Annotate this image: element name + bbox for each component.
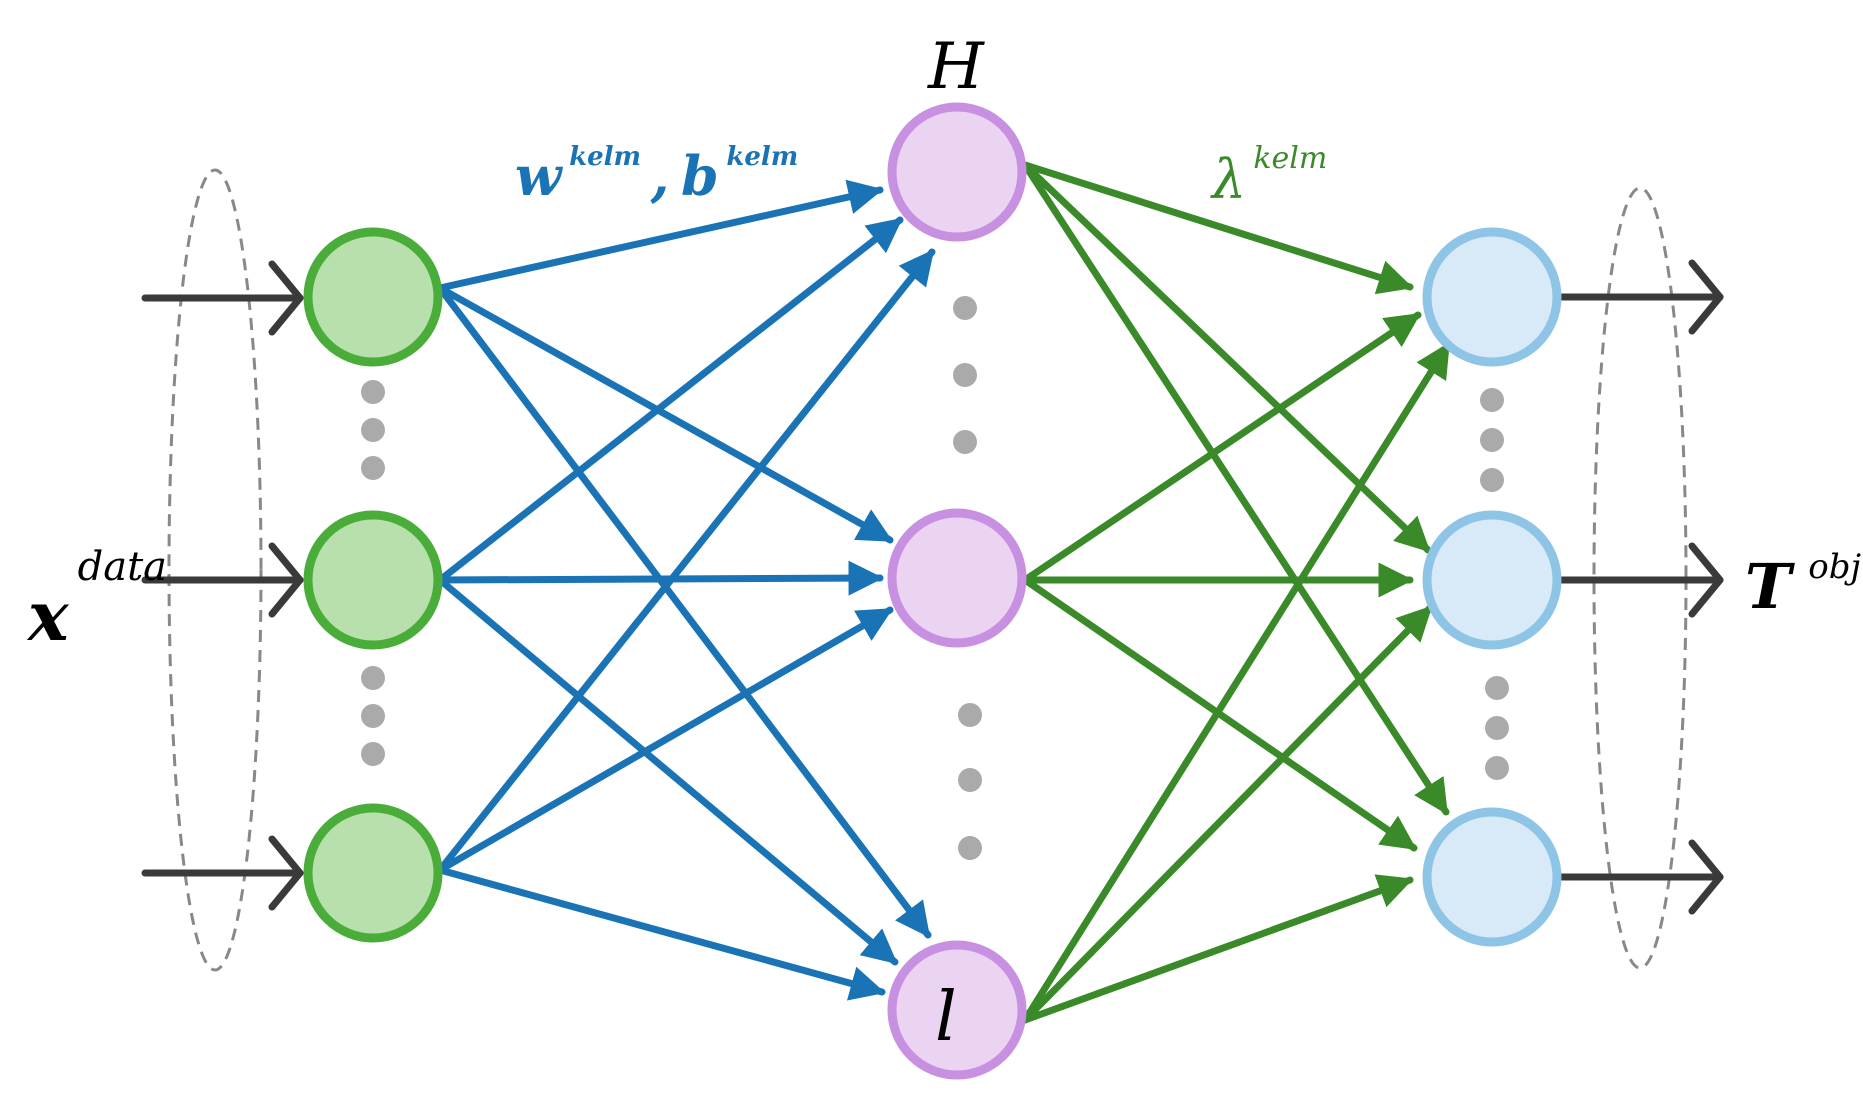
edge-i2-h2 — [436, 560, 884, 596]
hidden-bottom-label: l — [935, 978, 957, 1057]
lambda-sup: kelm — [1253, 141, 1327, 176]
output-node-1 — [1422, 227, 1562, 367]
hidden-top-label: H — [927, 30, 985, 104]
edge-i2-h3 — [436, 576, 899, 966]
output-layer — [1422, 227, 1562, 947]
weights-b: b — [681, 144, 719, 208]
weights-w: w — [515, 144, 564, 208]
edge-i3-h1 — [436, 248, 936, 874]
output-dot — [1480, 388, 1504, 412]
weights-w-sup: kelm — [569, 142, 641, 172]
hidden-node-top — [887, 102, 1027, 242]
edge-h3-o2 — [1021, 604, 1434, 1024]
hidden-dot — [958, 703, 982, 727]
edge-h1-o2 — [1021, 161, 1432, 554]
input-layer — [303, 227, 443, 943]
edge-i1-h1 — [436, 179, 884, 292]
input-group-dashed-ellipse — [167, 168, 263, 972]
edge-i3-h2 — [436, 606, 894, 874]
output-label-sup: obj — [1808, 547, 1861, 587]
hidden-node-bottom — [887, 940, 1027, 1080]
output-dot — [1480, 428, 1504, 452]
input-arrow-2-head — [268, 542, 304, 618]
output-arrow-2-head — [1688, 542, 1724, 618]
output-dot — [1480, 468, 1504, 492]
edge-i3-h3 — [436, 866, 886, 1001]
hidden-dot — [958, 836, 982, 860]
weights-sep: , — [650, 144, 670, 208]
hidden-layer — [887, 102, 1027, 1080]
input-hidden-edges — [436, 179, 936, 1001]
edge-h1-o1 — [1021, 161, 1414, 295]
edge-i1-h2 — [436, 284, 894, 544]
input-dot — [361, 418, 385, 442]
output-node-2 — [1422, 510, 1562, 650]
weights-label: w kelm , b kelm — [515, 142, 798, 208]
output-arrow-1-head — [1688, 259, 1724, 335]
edge-i1-h3 — [436, 284, 932, 939]
hidden-dot — [958, 768, 982, 792]
output-dot — [1485, 756, 1509, 780]
output-arrows — [1558, 259, 1724, 915]
input-arrows — [141, 260, 304, 911]
weights-b-sup: kelm — [726, 142, 798, 172]
edge-h2-o1 — [1021, 311, 1422, 584]
edge-i2-h1 — [436, 216, 904, 584]
output-label: T obj — [1745, 547, 1861, 623]
hidden-node-middle — [887, 508, 1027, 648]
input-dot — [361, 742, 385, 766]
input-node-1 — [303, 227, 443, 367]
input-dot — [361, 456, 385, 480]
input-label-sup: data — [78, 544, 167, 590]
output-label-base: T — [1745, 550, 1795, 623]
output-dot — [1485, 676, 1509, 700]
ellipsis-dots — [361, 296, 1509, 860]
edge-h1-o3 — [1021, 161, 1450, 816]
input-arrow-1-head — [268, 260, 304, 336]
hidden-dot — [953, 363, 977, 387]
output-node-3 — [1422, 807, 1562, 947]
input-dot — [361, 666, 385, 690]
lambda-base: λ — [1210, 148, 1246, 211]
lambda-label: λ kelm — [1210, 141, 1327, 211]
input-dot — [361, 380, 385, 404]
input-arrow-3-head — [268, 835, 304, 911]
edge-h3-o3 — [1021, 874, 1414, 1024]
output-arrow-3-head — [1688, 839, 1724, 915]
input-label-base: x — [26, 577, 70, 657]
input-label: x data — [26, 544, 167, 657]
input-node-2 — [303, 510, 443, 650]
hidden-dot — [953, 430, 977, 454]
input-node-3 — [303, 803, 443, 943]
input-dot — [361, 704, 385, 728]
edge-h3-o1 — [1021, 341, 1452, 1024]
hidden-output-edges — [1021, 161, 1452, 1024]
hidden-dot — [953, 296, 977, 320]
output-dot — [1485, 716, 1509, 740]
